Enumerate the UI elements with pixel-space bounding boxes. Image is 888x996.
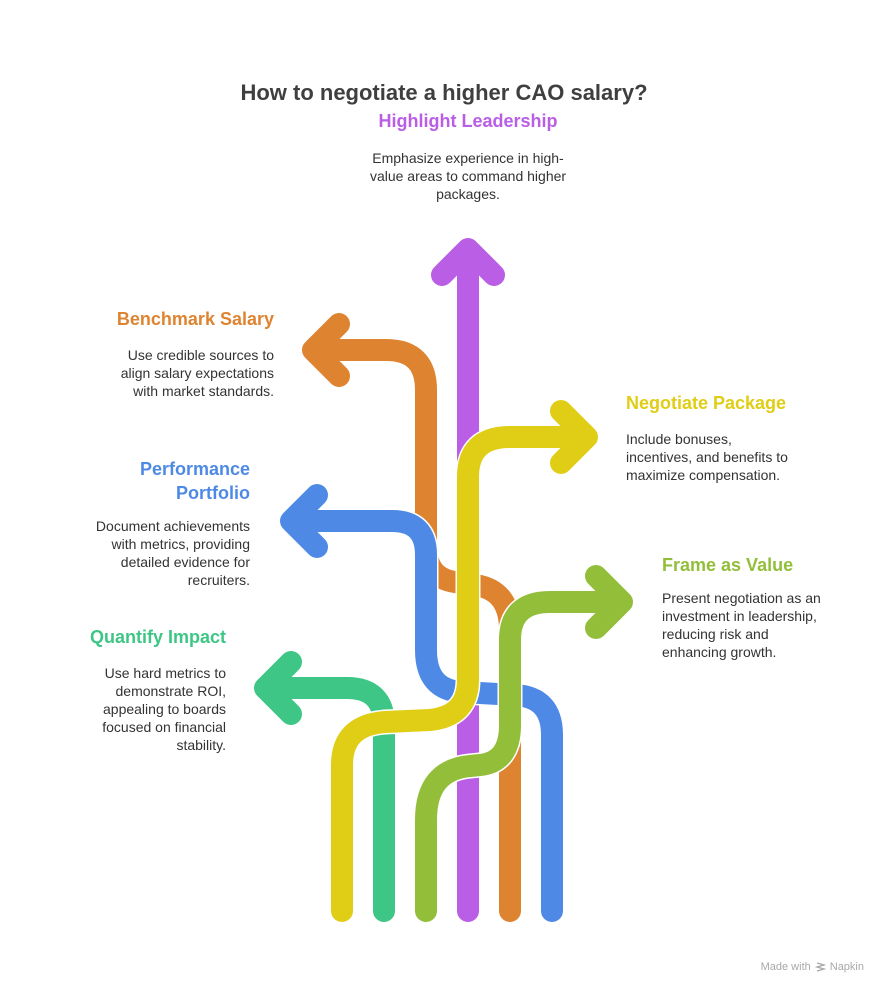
desc-line: align salary expectations — [120, 365, 274, 381]
heading-frame-as-value: Frame as Value — [662, 555, 794, 575]
desc-line: recruiters. — [187, 572, 250, 588]
arrow-head-icon — [550, 400, 598, 474]
arrow-shaft — [331, 426, 589, 922]
made-with-label: Made with — [760, 961, 811, 973]
desc-frame-as-value: Present negotiation as an investment in … — [662, 589, 872, 661]
arrow-performance-portfolio — [280, 484, 565, 922]
heading-performance-portfolio: Performance Portfolio — [24, 457, 250, 505]
desc-line: Include bonuses, — [626, 431, 732, 447]
desc-line: packages. — [436, 186, 500, 202]
desc-line: enhancing growth. — [662, 644, 777, 660]
heading-quantify-impact: Quantify Impact — [89, 627, 226, 647]
desc-line: with metrics, providing — [111, 536, 251, 552]
desc-line: value areas to command higher — [369, 168, 567, 184]
arrow-head-icon — [431, 238, 505, 286]
footer-attribution: Made with Napkin — [761, 961, 864, 973]
heading-highlight-leadership: Highlight Leadership — [378, 111, 558, 131]
desc-line: detailed evidence for — [120, 554, 250, 570]
arrow-head-icon — [280, 484, 328, 558]
desc-line: focused on financial — [102, 719, 226, 735]
heading-line: Portfolio — [176, 483, 250, 503]
arrow-frame-as-value — [413, 565, 633, 922]
arrow-shaft — [415, 591, 624, 922]
page-title: How to negotiate a higher CAO salary? — [240, 80, 648, 105]
desc-line: Document achievements — [95, 518, 250, 534]
napkin-brand-label: Napkin — [829, 961, 864, 973]
desc-line: demonstrate ROI, — [115, 683, 227, 699]
desc-line: stability. — [176, 737, 226, 753]
arrow-shaft — [289, 510, 563, 922]
desc-line: Present negotiation as an — [662, 590, 821, 606]
arrow-head-icon — [302, 313, 350, 387]
desc-line: appealing to boards — [103, 701, 226, 717]
desc-quantify-impact: Use hard metrics to demonstrate ROI, app… — [24, 664, 226, 754]
arrow-negotiate-package — [329, 400, 598, 922]
heading-line: Performance — [139, 459, 250, 479]
napkin-logo-icon — [814, 961, 826, 972]
desc-performance-portfolio: Document achievements with metrics, prov… — [24, 517, 250, 589]
desc-line: investment in leadership, — [662, 608, 817, 624]
arrow-head-icon — [585, 565, 633, 639]
desc-line: Emphasize experience in high- — [372, 150, 564, 166]
arrow-quantify-impact — [254, 651, 397, 922]
heading-negotiate-package: Negotiate Package — [626, 393, 787, 413]
desc-line: incentives, and benefits to — [626, 449, 788, 465]
desc-line: reducing risk and — [662, 626, 769, 642]
desc-line: Use hard metrics to — [104, 665, 226, 681]
desc-line: Use credible sources to — [127, 347, 274, 363]
desc-line: with market standards. — [133, 383, 274, 399]
heading-benchmark-salary: Benchmark Salary — [116, 309, 274, 329]
desc-benchmark-salary: Use credible sources to align salary exp… — [24, 346, 274, 400]
desc-highlight-leadership: Emphasize experience in high- value area… — [318, 149, 618, 203]
desc-line: maximize compensation. — [626, 467, 781, 483]
arrow-head-icon — [254, 651, 302, 725]
desc-negotiate-package: Include bonuses, incentives, and benefit… — [626, 430, 866, 484]
